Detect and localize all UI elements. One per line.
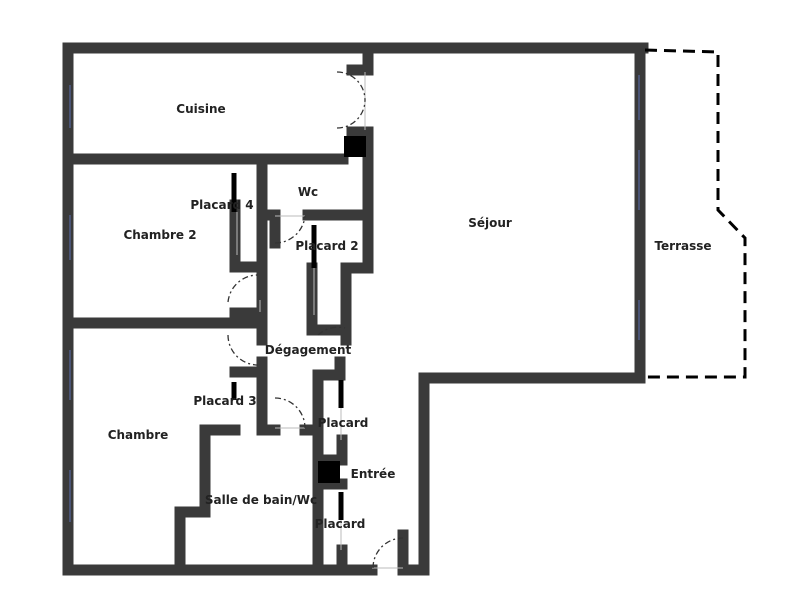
room-salle-de-bain: Salle de bain/Wc — [204, 493, 318, 507]
duct-kitchen — [344, 136, 366, 157]
thin-lines — [236, 72, 403, 569]
room-placard-4: Placard 4 — [190, 198, 254, 212]
windows — [69, 75, 640, 522]
duct-entry — [318, 461, 340, 483]
room-placard-entree: Placard — [314, 517, 366, 531]
terrace-outline — [644, 48, 747, 379]
room-sejour: Séjour — [468, 216, 512, 230]
room-chambre-2: Chambre 2 — [123, 228, 197, 242]
door-swings — [227, 71, 404, 569]
room-placard: Placard — [317, 416, 369, 430]
room-chambre: Chambre — [107, 428, 169, 442]
room-wc: Wc — [297, 185, 319, 199]
ducts — [318, 136, 366, 483]
room-entree: Entrée — [350, 467, 396, 481]
room-cuisine: Cuisine — [176, 102, 226, 116]
room-placard-3: Placard 3 — [193, 394, 257, 408]
room-degagement: Dégagement — [264, 343, 352, 357]
room-terrasse: Terrasse — [654, 239, 712, 253]
closet-doors — [231, 173, 344, 520]
walls — [62, 42, 649, 576]
room-placard-2: Placard 2 — [295, 239, 359, 253]
